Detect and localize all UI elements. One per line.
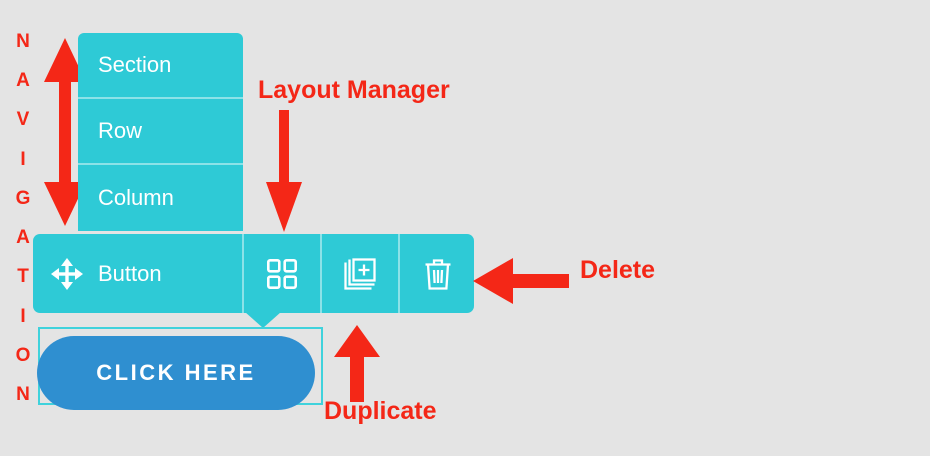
navigation-letter: O (15, 344, 31, 366)
delete-button[interactable] (398, 234, 476, 313)
navigation-letter: N (16, 31, 30, 52)
navigation-updown-arrow-icon (44, 38, 86, 226)
nav-item-label: Row (98, 118, 143, 143)
navigation-letter: I (20, 148, 26, 170)
navigation-letter: V (16, 109, 30, 131)
move-handle-icon[interactable] (50, 257, 84, 291)
duplicate-icon[interactable] (344, 257, 376, 290)
navigation-letter: G (15, 187, 31, 209)
layout-manager-arrow-icon (266, 110, 302, 232)
toolbar-caret-icon (245, 312, 281, 328)
delete-arrow-icon (473, 258, 569, 304)
duplicate-button[interactable] (320, 234, 398, 313)
navigation-vertical-label: N A V I G A T I O N (8, 32, 38, 404)
click-here-button-label: CLICK HERE (96, 360, 256, 385)
duplicate-annotation-label: Duplicate (324, 397, 437, 425)
trash-icon[interactable] (424, 258, 452, 290)
layout-manager-annotation-label: Layout Manager (258, 76, 450, 104)
nav-item-column[interactable]: Column (78, 165, 243, 231)
nav-item-row[interactable]: Row (78, 99, 243, 165)
layout-manager-button[interactable] (242, 234, 320, 313)
nav-item-label: Column (98, 185, 174, 210)
navigation-letter: A (16, 70, 30, 92)
navigation-breadcrumb-panel: Section Row Column (78, 33, 243, 231)
navigation-letter: N (16, 383, 30, 405)
toolbar-element-label: Button (98, 260, 162, 286)
toolbar-drag-section[interactable]: Button (33, 234, 242, 313)
grid-icon[interactable] (267, 258, 297, 289)
navigation-letter: A (16, 227, 30, 249)
navigation-letter: T (17, 266, 29, 288)
navigation-letter: I (20, 305, 26, 327)
click-here-button[interactable]: CLICK HERE (37, 336, 315, 410)
duplicate-arrow-icon (334, 325, 380, 402)
nav-item-label: Section (98, 52, 172, 77)
delete-annotation-label: Delete (580, 256, 656, 284)
nav-item-section[interactable]: Section (78, 33, 243, 99)
element-toolbar: Button (33, 234, 474, 313)
